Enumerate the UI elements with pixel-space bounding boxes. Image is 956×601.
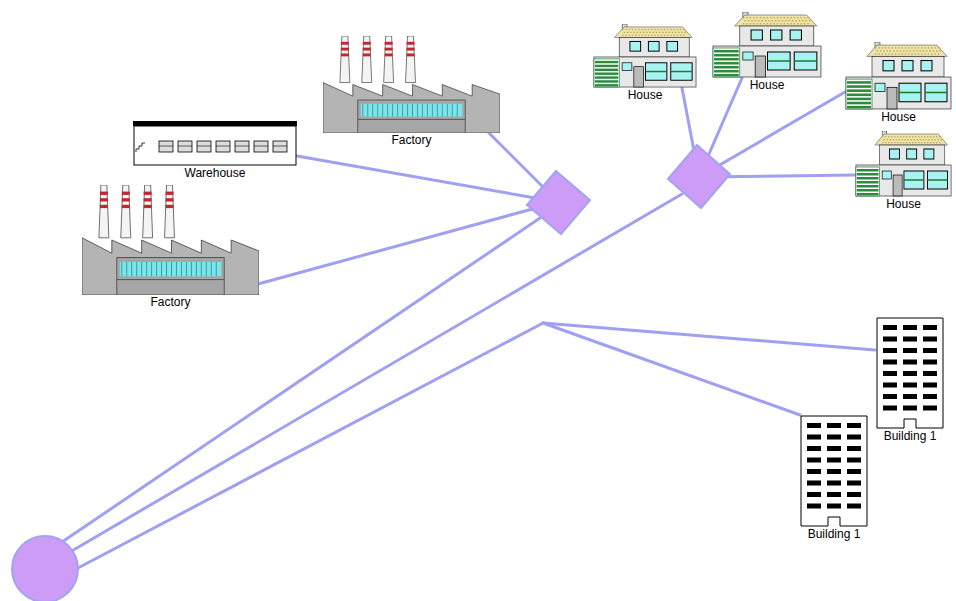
factory-icon [323, 36, 500, 133]
branch-line [699, 92, 845, 177]
node-label: House [712, 78, 822, 92]
building-icon [800, 415, 868, 527]
node-label: House [593, 88, 697, 102]
node-label: House [855, 197, 952, 211]
feeder-line [70, 194, 682, 552]
branch-line [258, 202, 558, 284]
site-node: Factory [323, 36, 500, 147]
site-node: Warehouse [133, 121, 297, 180]
site-node: House [593, 24, 697, 102]
feeder-line [78, 323, 543, 568]
site-node: Building 1 [876, 317, 944, 443]
site-node: House [855, 131, 952, 211]
hub-diamond [527, 171, 590, 234]
house-icon [855, 131, 952, 197]
feeder-line [62, 218, 540, 542]
factory-icon [82, 185, 259, 295]
site-node: Factory [82, 185, 259, 309]
house-icon [845, 42, 952, 110]
house-icon [712, 12, 822, 78]
node-label: Factory [82, 295, 259, 309]
node-label: Building 1 [800, 527, 868, 541]
site-node: House [845, 42, 952, 124]
branch-line [543, 323, 875, 350]
hub-diamond [668, 145, 730, 208]
house-icon [593, 24, 697, 88]
node-label: Warehouse [133, 166, 297, 180]
warehouse-icon [133, 121, 297, 166]
site-node: Building 1 [800, 415, 868, 541]
node-label: Building 1 [876, 429, 944, 443]
source-circle [12, 536, 78, 601]
site-node: House [712, 12, 822, 92]
building-icon [876, 317, 944, 429]
branch-line [543, 323, 800, 415]
node-label: Factory [323, 133, 500, 147]
node-label: House [845, 110, 952, 124]
